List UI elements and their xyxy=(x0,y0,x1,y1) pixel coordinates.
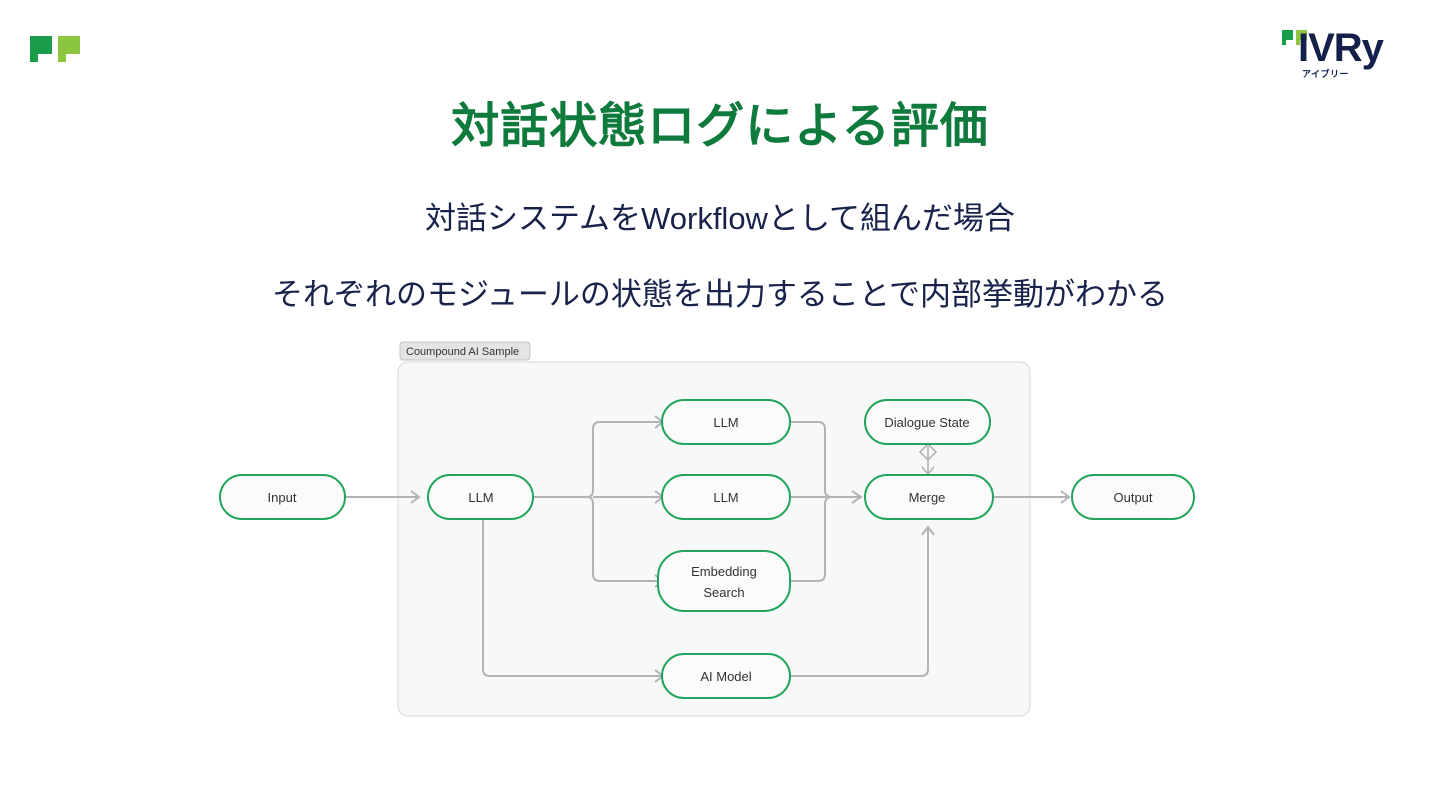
edge-arrowhead-output xyxy=(1060,490,1071,504)
node-llm-branch-top[interactable]: LLM xyxy=(661,399,791,445)
flag-dark-icon xyxy=(30,36,52,62)
edge-embedding-to-merge xyxy=(790,496,860,582)
node-input[interactable]: Input xyxy=(219,474,346,520)
diagram-group-panel xyxy=(397,361,1031,717)
node-embedding-search-label-line2: Search xyxy=(703,585,744,600)
page-title: 対話状態ログによる評価 xyxy=(451,100,989,153)
node-output-label: Output xyxy=(1113,490,1152,505)
node-dialogue-state-label: Dialogue State xyxy=(884,415,969,430)
diagram-group-label-tab xyxy=(399,341,531,361)
node-merge-box[interactable] xyxy=(864,474,994,520)
node-ai-model-label: AI Model xyxy=(700,669,751,684)
node-dialogue-state[interactable]: Dialogue State xyxy=(864,399,991,445)
brand-flag-dark-body xyxy=(1282,30,1293,40)
edge-ai-model-to-merge xyxy=(790,528,929,677)
brand-flag-light-tail xyxy=(1296,40,1300,45)
node-llm-router-label: LLM xyxy=(468,490,493,505)
node-input-label: Input xyxy=(268,490,297,505)
node-merge[interactable]: Merge xyxy=(864,474,994,520)
brand-flags-icon xyxy=(1282,30,1312,48)
node-ai-model[interactable]: AI Model xyxy=(661,653,791,699)
node-llm-router-box[interactable] xyxy=(427,474,534,520)
flag-dark-tail xyxy=(30,54,38,62)
node-dialogue-state-box[interactable] xyxy=(864,399,991,445)
brand-kana-subtext: アイブリー xyxy=(1302,69,1350,79)
node-llm-branch-top-box[interactable] xyxy=(661,399,791,445)
brand-flag-dark-icon xyxy=(1282,30,1293,45)
subtitle-line-1: 対話システムをWorkflowとして組んだ場合 xyxy=(424,201,1016,236)
brand-flag-light-body xyxy=(1296,30,1307,40)
node-ai-model-box[interactable] xyxy=(661,653,791,699)
node-embedding-search[interactable]: Embedding Search xyxy=(657,550,791,612)
brand-wordmark: IVRy xyxy=(1298,26,1384,70)
edge-router-to-embedding xyxy=(586,496,662,582)
node-input-box[interactable] xyxy=(219,474,346,520)
node-llm-branch-mid-label: LLM xyxy=(713,490,738,505)
brand-flag-dark-tail xyxy=(1282,40,1286,45)
edge-dialogue-state-diamond xyxy=(918,442,938,462)
node-llm-branch-mid-box[interactable] xyxy=(661,474,791,520)
brand-logo: IVRy アイブリー xyxy=(1278,26,1410,79)
diagram-group-label: Coumpound AI Sample xyxy=(406,346,519,358)
node-llm-branch-top-label: LLM xyxy=(713,415,738,430)
flag-light-body xyxy=(58,36,80,54)
node-embedding-search-box[interactable] xyxy=(657,550,791,612)
edge-router-to-ai-model xyxy=(482,519,662,677)
node-embedding-search-label-line1: Embedding xyxy=(691,564,757,579)
flag-light-tail xyxy=(58,54,66,62)
edge-arrowhead-merge-bottom xyxy=(921,525,935,536)
brand-flag-light-icon xyxy=(1296,30,1307,45)
node-llm-branch-mid[interactable]: LLM xyxy=(661,474,791,520)
corner-logo-mark xyxy=(30,36,84,70)
node-output[interactable]: Output xyxy=(1071,474,1195,520)
subtitle-line-2: それぞれのモジュールの状態を出力することで内部挙動がわかる xyxy=(272,277,1168,312)
workflow-diagram: Coumpound AI Sample Input LLM LLM xyxy=(200,338,1240,738)
edge-arrowhead-merge-in xyxy=(851,490,863,504)
node-llm-router[interactable]: LLM xyxy=(427,474,534,520)
edge-arrowhead-input xyxy=(410,490,421,504)
flag-dark-body xyxy=(30,36,52,54)
edge-router-to-llm-top xyxy=(586,421,662,498)
node-merge-label: Merge xyxy=(909,490,946,505)
node-output-box[interactable] xyxy=(1071,474,1195,520)
flag-light-icon xyxy=(58,36,80,62)
